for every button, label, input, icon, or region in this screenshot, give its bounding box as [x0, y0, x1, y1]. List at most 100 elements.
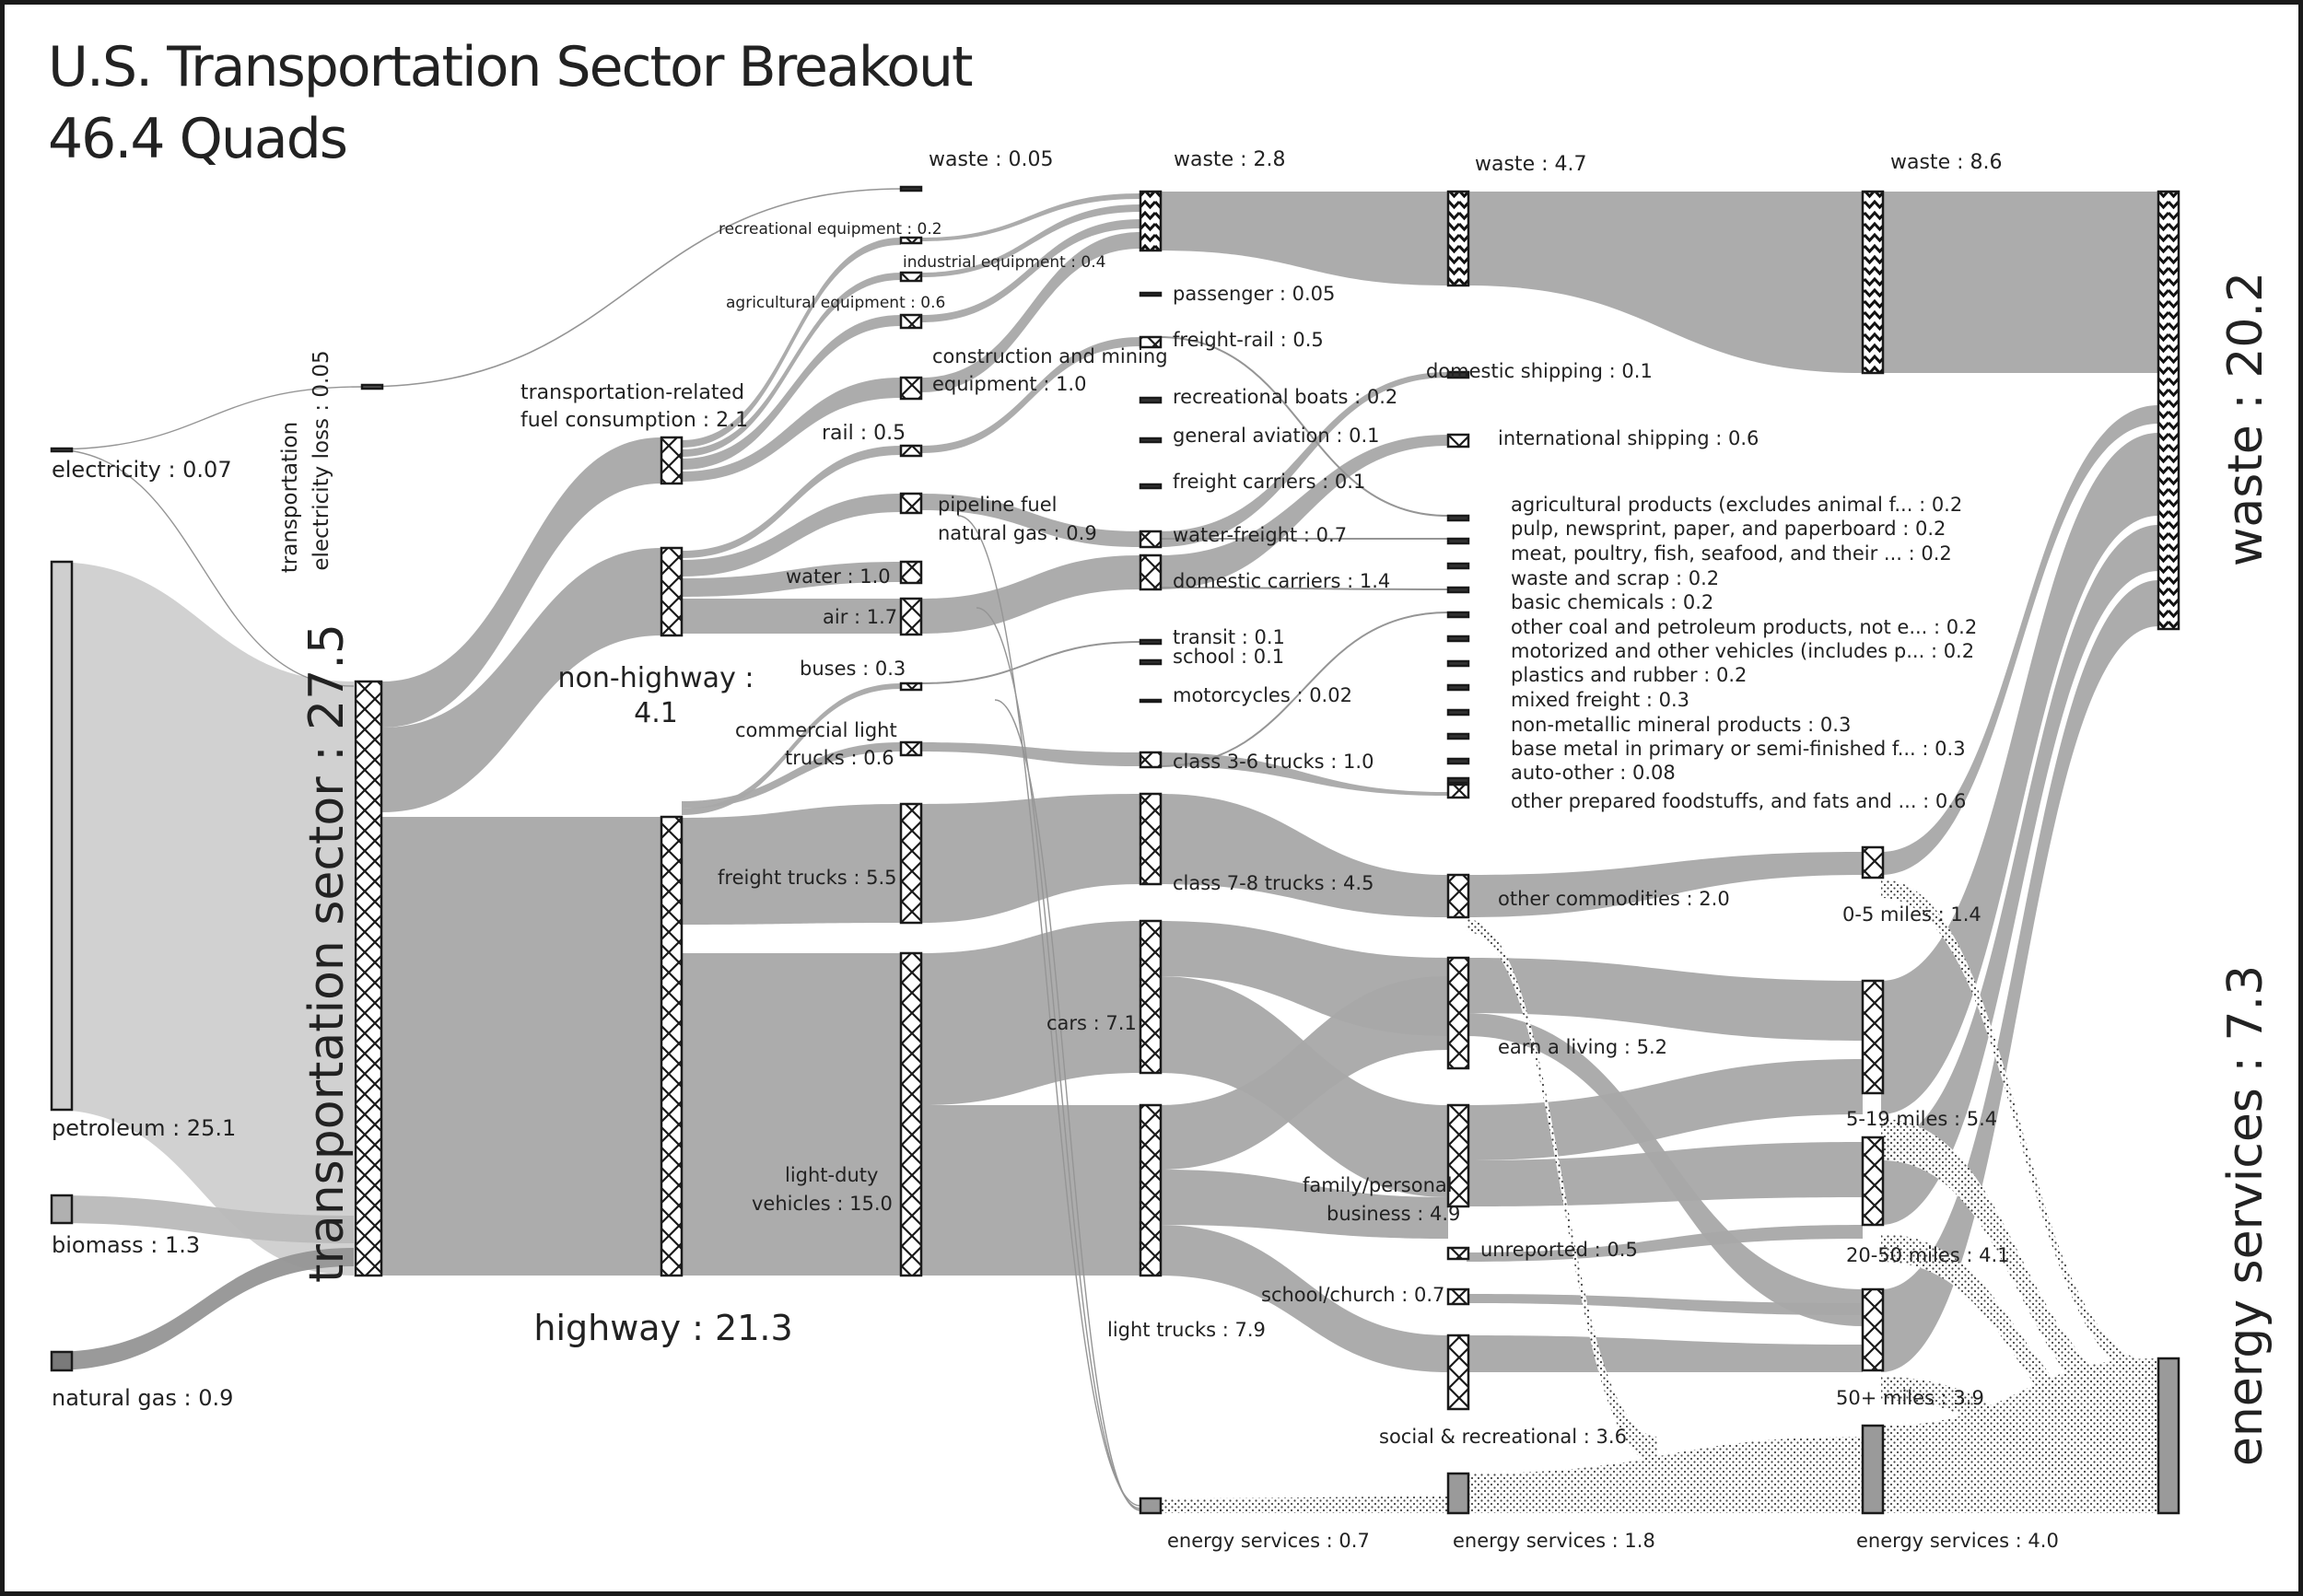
node-highway: [660, 815, 684, 1277]
flow-loss-waste: [361, 188, 904, 388]
class36-label: class 3-6 trucks : 1.0: [1173, 751, 1374, 773]
flow-nonhighway-air: [682, 599, 901, 634]
energy-services-total-label: energy services : 7.3: [2218, 965, 2274, 1466]
node-international-shipping: [1446, 433, 1470, 449]
node-light-duty: [899, 951, 923, 1277]
agricultural-products-label: agricultural products (excludes animal f…: [1511, 494, 1962, 516]
node-motorcycles: [1139, 698, 1163, 704]
flow-thin-1: [957, 515, 1141, 1507]
electricity-label: electricity : 0.07: [52, 457, 232, 483]
highway-label: highway : 21.3: [533, 1308, 792, 1348]
non-highway-label-line1: non-highway :: [558, 662, 754, 694]
flow-electricity-loss: [51, 386, 363, 450]
flow-05-es: [1881, 880, 2158, 1381]
node-school-church: [1446, 1287, 1470, 1306]
school-label: school : 0.1: [1173, 646, 1284, 668]
domestic-carriers-label: domestic carriers : 1.4: [1173, 570, 1390, 592]
node-commodity-0: [1446, 514, 1470, 522]
node-waste-a: [899, 185, 923, 192]
node-air: [899, 597, 923, 636]
miles-20-50-label: 20-50 miles : 4.1: [1846, 1244, 2010, 1266]
transportation-sector-label: transportation sector : 27.5: [299, 623, 355, 1283]
flow-ind-waste: [921, 204, 1140, 277]
flow-50-es: [1881, 1377, 2158, 1501]
node-commodity-10: [1446, 757, 1470, 765]
node-waste-c: [1446, 190, 1470, 287]
flow-05-waste: [1881, 405, 2158, 875]
flow-social-50: [1467, 1335, 1863, 1372]
node-water-freight: [1139, 530, 1163, 549]
flow-buses-transit: [920, 641, 1141, 684]
flow-lighttrucks-social: [1159, 1225, 1448, 1372]
flow-2050-es: [1881, 1234, 2158, 1464]
pipeline-label-line1: pipeline fuel: [938, 494, 1057, 516]
flow-unreported-2050: [1467, 1225, 1863, 1262]
node-water: [899, 560, 923, 585]
freight-carriers-label: freight carriers : 0.1: [1173, 471, 1365, 493]
node-social: [1446, 1334, 1470, 1411]
light-duty-label-line2: vehicles : 15.0: [752, 1193, 893, 1215]
flow-lighttrucks-earn: [1159, 976, 1448, 1170]
school-church-label: school/church : 0.7: [1261, 1284, 1444, 1306]
flow-fuel-agricultural: [682, 315, 901, 470]
node-family-personal: [1446, 1103, 1470, 1208]
construction-label-line1: construction and mining: [932, 345, 1168, 367]
node-miles-5-19: [1861, 979, 1885, 1095]
node-commodity-6: [1446, 659, 1470, 668]
node-commodity-8: [1446, 708, 1470, 716]
energy-services-c-label: energy services : 4.0: [1856, 1530, 2059, 1552]
node-waste-total: [2157, 190, 2180, 631]
industrial-equipment-label: industrial equipment : 0.4: [903, 253, 1105, 272]
flow-2050-waste: [1881, 525, 2158, 1225]
node-class36: [1139, 751, 1163, 769]
motorcycles-label: motorcycles : 0.02: [1173, 684, 1352, 706]
node-petroleum: [50, 560, 74, 1112]
node-transit: [1139, 638, 1163, 646]
node-class78: [1139, 792, 1163, 886]
freight-rail-label: freight-rail : 0.5: [1173, 329, 1324, 351]
motorized-label: motorized and other vehicles (includes p…: [1511, 640, 1974, 662]
node-energy-services-total: [2157, 1357, 2180, 1515]
waste-b-label: waste : 2.8: [1174, 148, 1285, 171]
node-electricity: [50, 447, 74, 453]
flow-layer: [51, 188, 2158, 1513]
flow-519-es: [1881, 1119, 2158, 1427]
flow-highway-lightduty: [682, 953, 901, 1276]
rail-label: rail : 0.5: [822, 422, 906, 445]
diagram-subtitle: 46.4 Quads: [48, 107, 348, 171]
recreational-boats-label: recreational boats : 0.2: [1173, 386, 1397, 408]
commercial-light-label-line1: commercial light: [735, 719, 897, 741]
miles-0-5-label: 0-5 miles : 1.4: [1842, 903, 1982, 926]
prepared-food-label: other prepared foodstuffs, and fats and …: [1511, 790, 1966, 812]
node-commodity-7: [1446, 683, 1470, 692]
flow-rec-waste: [921, 193, 1140, 241]
flow-dom-scrap: [1158, 587, 1449, 590]
plastics-label: plastics and rubber : 0.2: [1511, 664, 1747, 686]
node-waste-d: [1861, 190, 1885, 375]
waste-scrap-label: waste and scrap : 0.2: [1511, 567, 1719, 589]
node-earn-living: [1446, 956, 1470, 1070]
mixed-freight-label: mixed freight : 0.3: [1511, 689, 1689, 711]
flow-transport-highway: [382, 817, 661, 1276]
flow-lighttrucks-family: [1159, 1170, 1448, 1239]
node-miles-50: [1861, 1287, 1885, 1372]
petroleum-label: petroleum : 25.1: [52, 1115, 236, 1141]
node-non-highway: [660, 546, 684, 637]
water-label: water : 1.0: [786, 565, 891, 588]
flow-highway-freight: [682, 804, 901, 925]
transit-label: transit : 0.1: [1173, 626, 1285, 648]
fuel-consumption-label-line1: transportation-related: [520, 381, 744, 404]
node-passenger: [1139, 291, 1163, 297]
flow-commercial-class36: [921, 742, 1140, 766]
flow-school-50: [1467, 1294, 1863, 1315]
node-miles-0-5: [1861, 845, 1885, 880]
flow-family-2050: [1467, 1142, 1863, 1206]
node-freight-rail: [1139, 335, 1163, 349]
node-commodity-1: [1446, 537, 1470, 545]
node-industrial-equipment: [899, 271, 923, 283]
node-rail: [899, 444, 923, 458]
node-domestic-carriers: [1139, 553, 1163, 591]
domestic-shipping-label: domestic shipping : 0.1: [1426, 360, 1653, 382]
